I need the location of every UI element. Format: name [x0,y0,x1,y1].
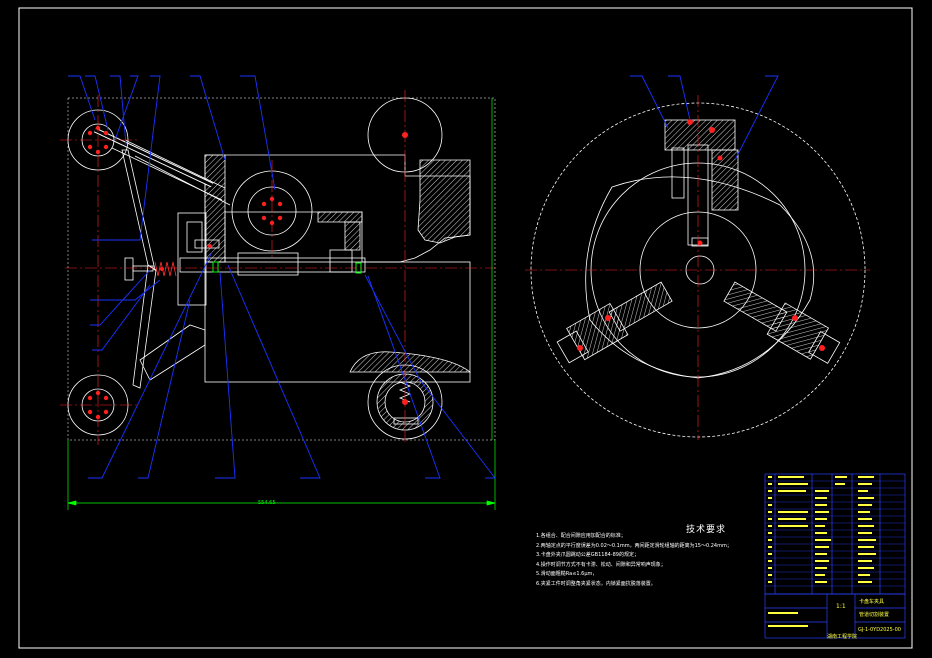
drawing-number: GJ-1-0YD2025-00 [858,627,901,633]
tech-requirement-item: 4.操作时调节方式不有卡滞、松动、间隙和异常响声现象； [536,561,666,568]
tech-requirement-item: 3.卡盘外夹爪圆跳动公差GB1184-89的规定； [536,552,639,559]
part-name-secondary: 管道切割装置 [859,612,890,618]
tech-requirement-item: 5.滑动面粗糙Ra≤1.6μm， [536,571,598,578]
bom-text-marks [768,476,876,627]
tech-requirements-list: 1.各组合、配合间隙应用加配合的标准； 2.两轴定点的平行度误差为0.02～0.… [536,532,732,590]
tech-requirement-item: 2.两轴定点的平行度误差为0.02～0.1mm，两间距定滑轮组轴的距离为15～0… [536,542,732,549]
tech-requirements-title: 技术要求 [686,525,727,535]
bom-rows [765,480,905,587]
scale-label: 1:1 [836,603,846,610]
part-name: 卡盘车夹具 [859,599,885,605]
end-view [530,102,866,438]
drawing-border [18,7,913,649]
school-name: 湖南工程学院 [827,634,858,640]
title-block [764,473,906,639]
center-lines [60,90,495,445]
tech-requirement-item: 6.夹紧工件时调整角夹紧状态，内锁紧面抗脱落装置。 [536,580,656,587]
tech-requirement-item: 1.各组合、配合间隙应用加配合的标准； [536,533,626,539]
end-view-red-holes [577,119,825,351]
dimension-lines [67,98,496,510]
leader-lines-left [68,75,496,479]
leader-lines-right [630,75,779,161]
overall-width-dimension: 554.65 [258,500,276,506]
gear-markers [212,261,362,274]
end-view-centerlines [525,95,870,440]
